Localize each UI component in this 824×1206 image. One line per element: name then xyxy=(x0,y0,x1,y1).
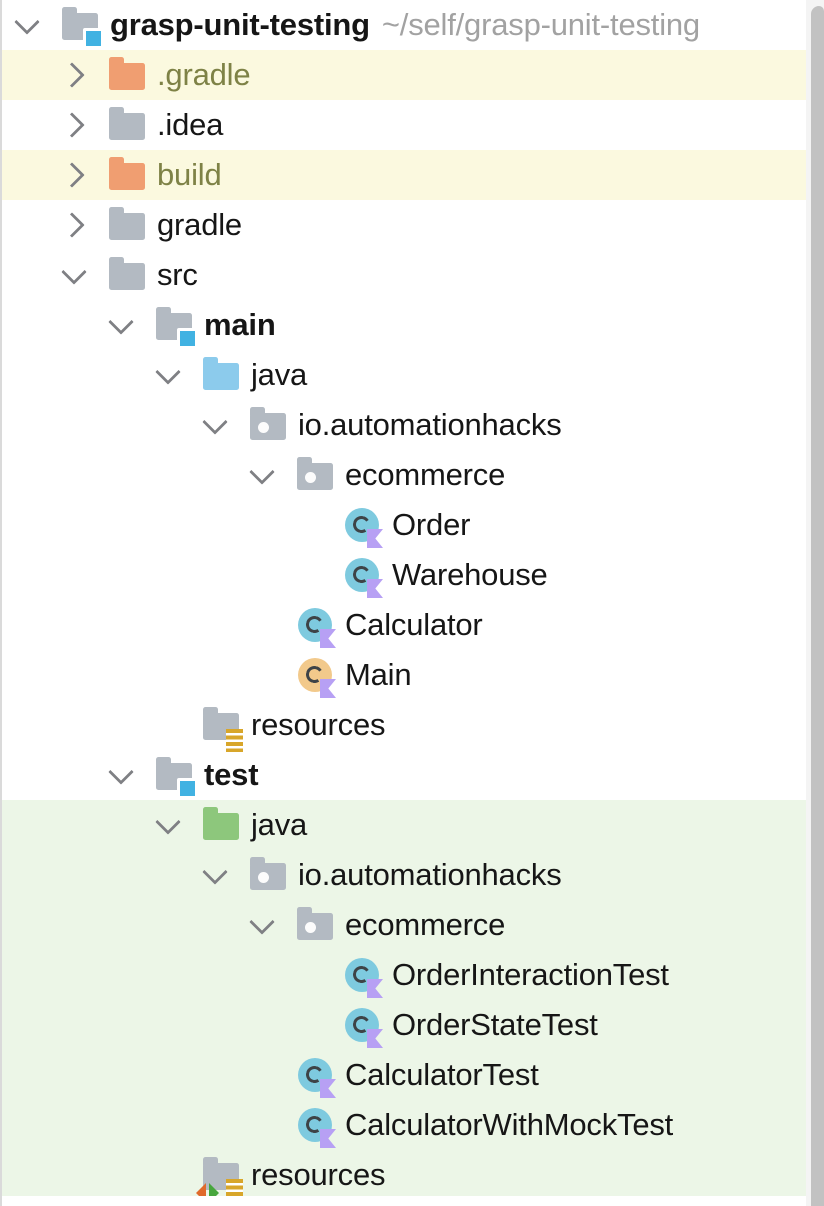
tree-item-main-class[interactable]: Main xyxy=(0,650,806,700)
tree-item-label: Warehouse xyxy=(392,557,548,592)
tree-item-order-interaction-test[interactable]: OrderInteractionTest xyxy=(0,950,806,1000)
tree-item-main-package[interactable]: io.automationhacks xyxy=(0,400,806,450)
tree-item-order[interactable]: Order xyxy=(0,500,806,550)
tree-item-label: build xyxy=(157,157,222,192)
kotlin-class-icon xyxy=(344,957,383,998)
tree-item-label: io.automationhacks xyxy=(298,407,562,442)
tree-item-warehouse[interactable]: Warehouse xyxy=(0,550,806,600)
folder-icon xyxy=(109,257,145,293)
kotlin-class-icon xyxy=(297,1057,336,1098)
tree-item-label: grasp-unit-testing xyxy=(110,7,370,42)
tree-item-label: Order xyxy=(392,507,471,542)
tree-item-label: resources xyxy=(251,1157,386,1192)
excluded-folder-icon xyxy=(109,57,145,93)
kotlin-class-icon xyxy=(297,607,336,648)
tree-item-label: .gradle xyxy=(157,57,251,92)
kotlin-class-icon xyxy=(297,1107,336,1148)
source-root-folder-icon xyxy=(62,7,104,49)
chevron-down-icon[interactable] xyxy=(202,858,228,885)
chevron-right-icon[interactable] xyxy=(59,212,85,238)
tree-item-test-java[interactable]: java xyxy=(0,800,806,850)
tree-item-test-package[interactable]: io.automationhacks xyxy=(0,850,806,900)
tree-item-label: src xyxy=(157,257,198,292)
package-folder-icon xyxy=(297,907,333,943)
tree-item-label: CalculatorWithMockTest xyxy=(345,1107,674,1142)
package-folder-icon xyxy=(297,457,333,493)
kotlin-class-icon xyxy=(344,557,383,598)
tree-item-label: ecommerce xyxy=(345,907,506,942)
tree-item-label: Main xyxy=(345,657,412,692)
package-folder-icon xyxy=(250,407,286,443)
chevron-down-icon[interactable] xyxy=(202,408,228,435)
chevron-down-icon[interactable] xyxy=(155,358,181,385)
tree-item-test-ecommerce[interactable]: ecommerce xyxy=(0,900,806,950)
tree-item-label: CalculatorTest xyxy=(345,1057,539,1092)
tree-item-main[interactable]: main xyxy=(0,300,806,350)
test-source-folder-icon xyxy=(203,807,239,843)
tree-item-calculator-with-mock-test[interactable]: CalculatorWithMockTest xyxy=(0,1100,806,1150)
folder-icon xyxy=(109,207,145,243)
chevron-down-icon[interactable] xyxy=(14,8,40,35)
test-resources-folder-icon xyxy=(196,1157,243,1196)
tree-item-idea[interactable]: .idea xyxy=(0,100,806,150)
test-scope-region: java io.automationhacks ecommerce OrderI… xyxy=(0,800,806,1196)
resources-folder-icon xyxy=(203,707,243,752)
tree-item-label: java xyxy=(251,807,308,842)
tree-item-label: gradle xyxy=(157,207,242,242)
chevron-down-icon[interactable] xyxy=(108,308,134,335)
chevron-right-icon[interactable] xyxy=(59,62,85,88)
source-root-folder-icon xyxy=(156,307,198,349)
tree-item-label: OrderStateTest xyxy=(392,1007,598,1042)
package-folder-icon xyxy=(250,857,286,893)
kotlin-main-class-icon xyxy=(297,657,336,698)
folder-icon xyxy=(109,107,145,143)
project-path-text: ~/self/grasp-unit-testing xyxy=(381,7,700,42)
chevron-down-icon[interactable] xyxy=(108,758,134,785)
chevron-right-icon[interactable] xyxy=(59,112,85,138)
tree-item-calculator-test[interactable]: CalculatorTest xyxy=(0,1050,806,1100)
tree-item-project-root[interactable]: grasp-unit-testing ~/self/grasp-unit-tes… xyxy=(0,0,806,50)
excluded-folder-icon xyxy=(109,157,145,193)
tree-item-label: OrderInteractionTest xyxy=(392,957,669,992)
tree-item-label: test xyxy=(204,757,259,792)
scrollbar[interactable] xyxy=(806,0,824,1206)
kotlin-class-icon xyxy=(344,507,383,548)
tree-item-test-resources[interactable]: resources xyxy=(0,1150,806,1196)
tree-item-main-resources[interactable]: resources xyxy=(0,700,806,752)
tree-item-calculator[interactable]: Calculator xyxy=(0,600,806,650)
tree-item-label: ecommerce xyxy=(345,457,506,492)
chevron-down-icon[interactable] xyxy=(61,258,87,285)
tree-item-label: resources xyxy=(251,707,386,742)
tree-item-label: .idea xyxy=(157,107,224,142)
tree-item-test[interactable]: test xyxy=(0,750,806,800)
chevron-right-icon[interactable] xyxy=(59,162,85,188)
tree-item-build[interactable]: build xyxy=(0,150,806,200)
tree-item-label: main xyxy=(204,307,276,342)
tree-item-label: Calculator xyxy=(345,607,483,642)
source-root-folder-icon xyxy=(156,757,198,799)
tree-item-main-java[interactable]: java xyxy=(0,350,806,400)
tree-item-order-state-test[interactable]: OrderStateTest xyxy=(0,1000,806,1050)
tree-item-main-ecommerce[interactable]: ecommerce xyxy=(0,450,806,500)
chevron-down-icon[interactable] xyxy=(249,908,275,935)
kotlin-class-icon xyxy=(344,1007,383,1048)
scrollbar-thumb[interactable] xyxy=(811,6,824,1206)
project-tree: grasp-unit-testing ~/self/grasp-unit-tes… xyxy=(0,0,806,1196)
chevron-down-icon[interactable] xyxy=(249,458,275,485)
tree-item-gradle[interactable]: gradle xyxy=(0,200,806,250)
tree-item-label: java xyxy=(251,357,308,392)
java-source-folder-icon xyxy=(203,357,239,393)
panel-left-border xyxy=(0,0,2,1206)
chevron-down-icon[interactable] xyxy=(155,808,181,835)
tree-item-gradle-hidden[interactable]: .gradle xyxy=(0,50,806,100)
tree-item-label: io.automationhacks xyxy=(298,857,562,892)
tree-item-src[interactable]: src xyxy=(0,250,806,300)
